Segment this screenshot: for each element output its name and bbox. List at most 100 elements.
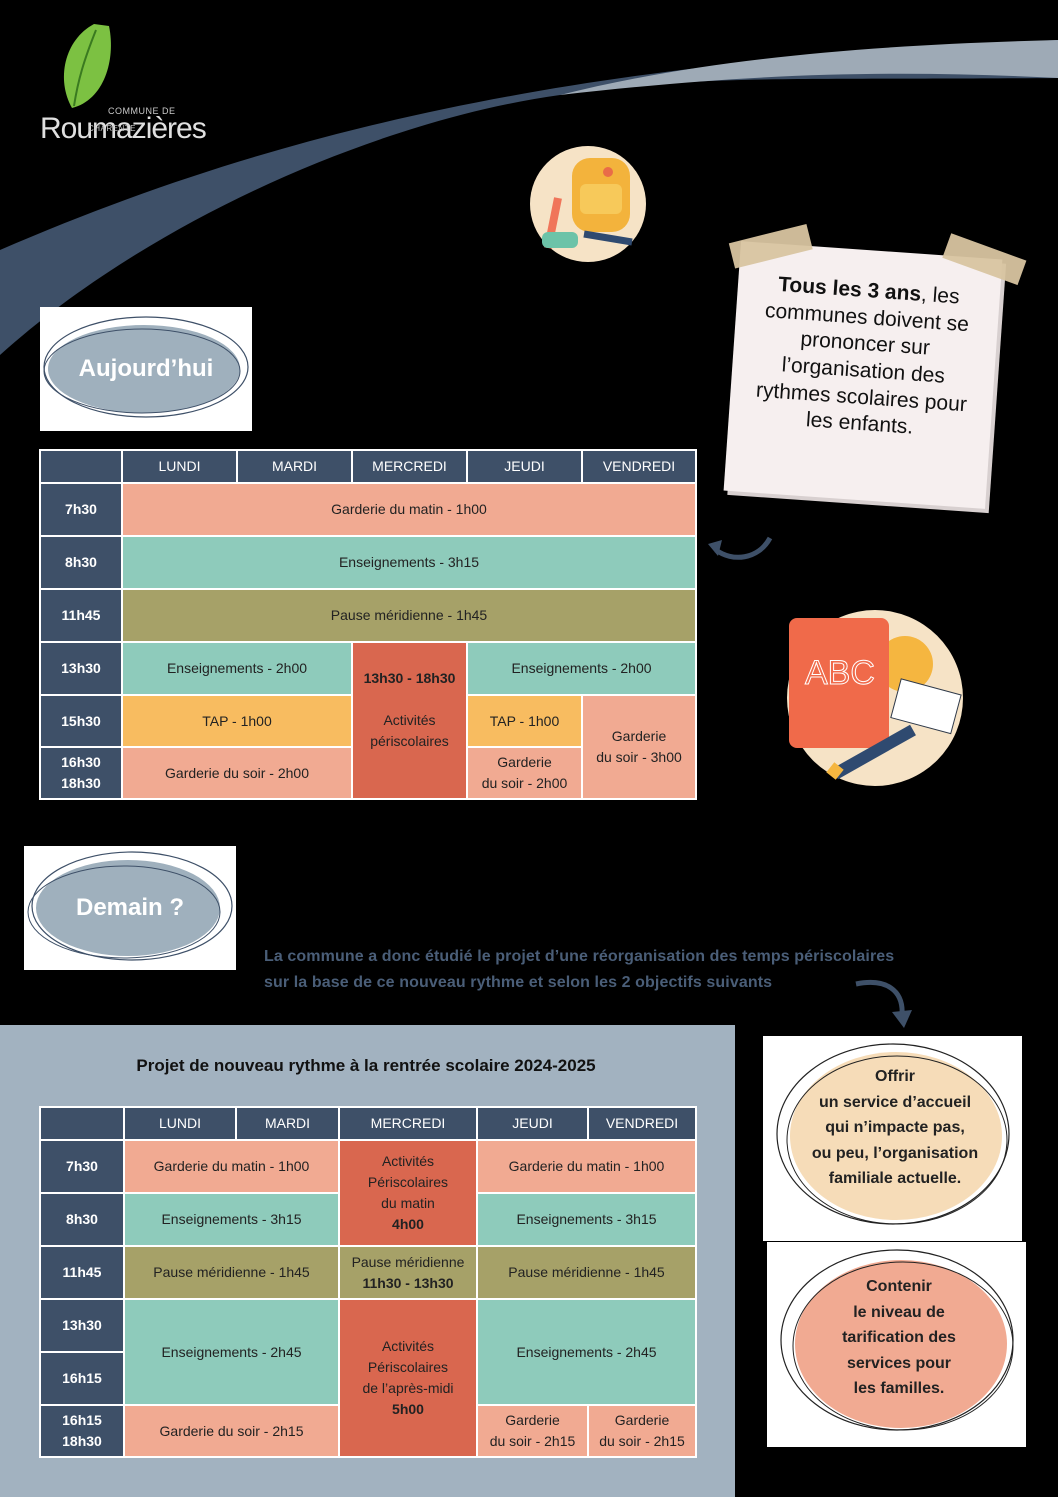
curved-arrow-down-icon	[855, 980, 912, 1028]
mercredi-morning-line3: du matin	[381, 1195, 435, 1211]
time-cell-range: 16h30 18h30	[39, 746, 123, 800]
intro-line1: La commune a donc étudié le projet d’une…	[264, 948, 895, 965]
time-cell: 8h30	[39, 1192, 125, 1247]
table-corner	[39, 1106, 125, 1141]
mercredi-pause-cell: Pause méridienne 11h30 - 13h30	[338, 1245, 478, 1300]
mercredi-morning-line1: Activités	[381, 1153, 435, 1169]
day-header-jeudi: JEUDI	[476, 1106, 589, 1141]
schedule-cell: Enseignements - 2h00	[121, 641, 353, 696]
curved-arrow-icon	[708, 536, 773, 560]
schedule-cell: Garderie du soir - 2h00	[121, 746, 353, 800]
garderie-line2: du soir - 2h15	[599, 1433, 685, 1449]
schedule-cell: Pause méridienne - 1h45	[476, 1245, 697, 1300]
objective-2-text: Contenir le niveau de tarification des s…	[787, 1274, 1011, 1402]
schedule-cell: TAP - 1h00	[121, 694, 353, 748]
time-cell: 13h30	[39, 1298, 125, 1353]
day-header-mercredi: MERCREDI	[338, 1106, 478, 1141]
mercredi-afternoon-cell: Activités Périscolaires de l’après-midi …	[338, 1298, 478, 1458]
garderie-line2: du soir - 2h15	[489, 1433, 576, 1449]
time-cell: 7h30	[39, 482, 123, 537]
table-corner	[39, 449, 123, 484]
garderie-jeudi-cell: Garderie du soir - 2h15	[476, 1404, 589, 1458]
mercredi-afternoon-line2: Périscolaires	[367, 1359, 449, 1375]
schedule-cell: Enseignements - 3h15	[121, 535, 697, 590]
mercredi-afternoon-duration: 5h00	[392, 1401, 424, 1417]
intro-text: La commune a donc étudié le projet d’une…	[264, 944, 1008, 995]
today-label-box: Aujourd’hui	[40, 307, 252, 431]
note-card: Tous les 3 ans, les communes doivent se …	[723, 223, 1027, 509]
mercredi-activity-line1: Activités	[383, 712, 436, 728]
schedule-cell: Enseignements - 3h15	[123, 1192, 340, 1247]
note-text: Tous les 3 ans, les communes doivent se …	[748, 270, 981, 445]
logo-region: CHARENTE	[88, 124, 137, 133]
time-cell: 11h45	[39, 1245, 125, 1300]
objective-2-line4: services pour	[846, 1354, 952, 1372]
schedule-cell: Garderie du matin - 1h00	[123, 1139, 340, 1194]
schedule-cell: Garderie du matin - 1h00	[121, 482, 697, 537]
schedule-cell: Enseignements - 3h15	[476, 1192, 697, 1247]
objective-2-line2: le niveau de	[853, 1303, 945, 1321]
notebook-illustration: ABC	[787, 610, 963, 786]
note-rest: , les communes doivent se prononcer sur …	[755, 282, 970, 439]
garderie-line1: Garderie	[497, 754, 552, 770]
day-header-jeudi: JEUDI	[466, 449, 583, 484]
time-cell: 15h30	[39, 694, 123, 748]
time-start: 16h30	[61, 754, 101, 770]
objective-1-line4: ou peu, l’organisation	[811, 1144, 979, 1162]
svg-text:ABC: ABC	[805, 654, 875, 692]
objective-1-line3: qui n’impacte pas,	[825, 1119, 965, 1137]
mercredi-activities-cell: 13h30 - 18h30 Activités périscolaires	[351, 641, 468, 800]
garderie-line2: du soir - 2h00	[481, 775, 568, 791]
schedule-cell: Pause méridienne - 1h45	[123, 1245, 340, 1300]
time-cell: 11h45	[39, 588, 123, 643]
garderie-line1: Garderie	[614, 1412, 670, 1428]
garderie-vendredi-cell: Garderie du soir - 3h00	[581, 694, 697, 800]
today-label: Aujourd’hui	[78, 355, 214, 382]
logo-commune-label: COMMUNE DE	[108, 106, 176, 116]
schedule-cell: Enseignements - 2h45	[123, 1298, 340, 1406]
day-header-mercredi: MERCREDI	[351, 449, 468, 484]
mercredi-time: 13h30 - 18h30	[363, 670, 456, 686]
mercredi-morning-cell: Activités Périscolaires du matin 4h00	[338, 1139, 478, 1247]
schedule-cell: Garderie du soir - 2h15	[123, 1404, 340, 1458]
schedule-cell: Enseignements - 2h00	[466, 641, 697, 696]
day-header-vendredi: VENDREDI	[587, 1106, 697, 1141]
day-header-mardi: MARDI	[236, 449, 353, 484]
mercredi-activity-line2: périscolaires	[370, 733, 449, 749]
time-end: 18h30	[62, 1433, 102, 1449]
time-cell: 7h30	[39, 1139, 125, 1194]
day-header-vendredi: VENDREDI	[581, 449, 697, 484]
time-start: 16h15	[62, 1412, 102, 1428]
time-cell: 16h15	[39, 1351, 125, 1406]
mercredi-afternoon-line3: de l’après-midi	[362, 1380, 454, 1396]
garderie-line2: du soir - 3h00	[596, 749, 682, 765]
backpack-illustration	[530, 146, 646, 262]
objective-1-box: Offrir un service d’accueil qui n’impact…	[763, 1036, 1022, 1241]
intro-line2: sur la base de ce nouveau rythme et selo…	[264, 973, 773, 991]
leaf-icon	[63, 24, 111, 108]
mercredi-morning-duration: 4h00	[392, 1216, 424, 1232]
objective-1-line1: Offrir	[875, 1068, 915, 1085]
time-cell: 13h30	[39, 641, 123, 696]
logo-name: Roumazières	[40, 112, 207, 145]
mercredi-morning-line2: Périscolaires	[367, 1174, 449, 1190]
objective-1-line5: familiale actuelle.	[828, 1170, 962, 1188]
commune-logo: COMMUNE DE Roumazières CHARENTE	[40, 20, 207, 145]
objective-1-text: Offrir un service d’accueil qui n’impact…	[783, 1064, 1007, 1192]
schedule-cell: Pause méridienne - 1h45	[121, 588, 697, 643]
objective-2-line5: les familles.	[853, 1380, 945, 1398]
schedule-cell: TAP - 1h00	[466, 694, 583, 748]
time-end: 18h30	[61, 775, 101, 791]
garderie-line1: Garderie	[505, 1412, 560, 1428]
mercredi-afternoon-line1: Activités	[381, 1338, 435, 1354]
garderie-vendredi-cell: Garderie du soir - 2h15	[587, 1404, 697, 1458]
day-header-lundi: LUNDI	[123, 1106, 237, 1141]
objective-2-box: Contenir le niveau de tarification des s…	[767, 1242, 1026, 1447]
current-schedule-table: LUNDI MARDI MERCREDI JEUDI VENDREDI 7h30…	[39, 449, 697, 800]
mercredi-pause-line2: 11h30 - 13h30	[362, 1274, 454, 1291]
objective-1-line2: un service d’accueil	[818, 1093, 972, 1111]
schedule-cell: Garderie du matin - 1h00	[476, 1139, 697, 1194]
garderie-jeudi-cell: Garderie du soir - 2h00	[466, 746, 583, 800]
day-header-lundi: LUNDI	[121, 449, 238, 484]
schedule-cell: Enseignements - 2h45	[476, 1298, 697, 1406]
